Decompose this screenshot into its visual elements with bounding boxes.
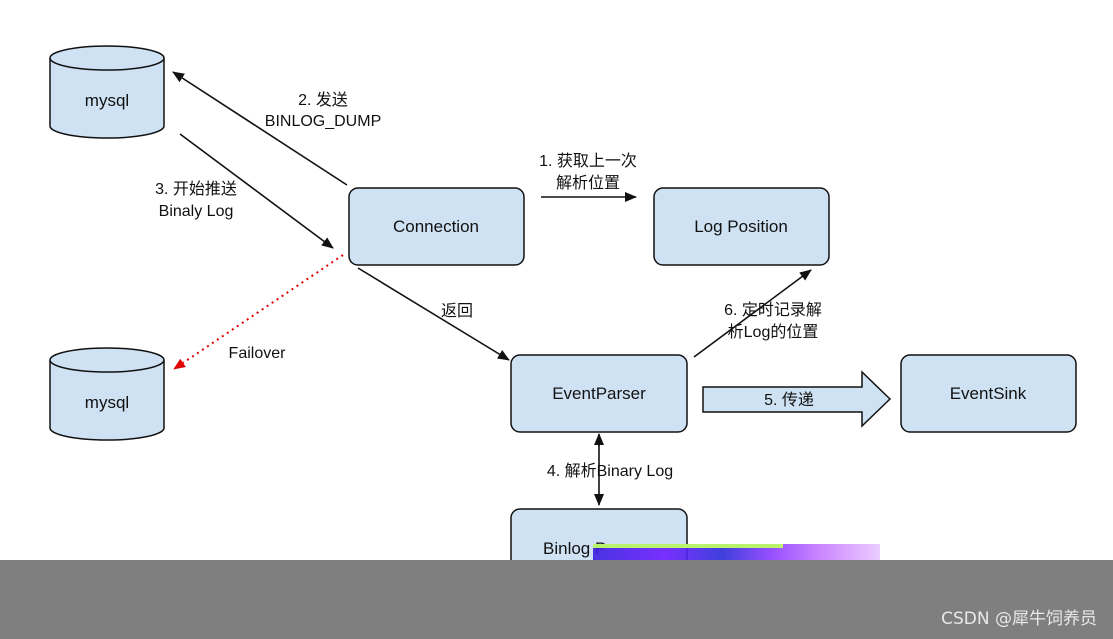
return-label: 返回 — [441, 302, 473, 320]
failover-label: Failover — [229, 345, 287, 362]
csdn-watermark: CSDN @犀牛饲养员 — [941, 609, 1097, 629]
image-glitch-artifact-bar — [593, 544, 783, 548]
get-position-label-2: 解析位置 — [556, 174, 620, 192]
push-binlog-edge — [179, 133, 334, 249]
log-position-node: Log Position — [653, 187, 830, 266]
binlog-dump-label-1: 2. 发送 — [298, 91, 348, 109]
image-glitch-artifact — [593, 544, 880, 560]
record-position-label-1: 6. 定时记录解 — [724, 301, 822, 319]
record-position-edge — [693, 269, 812, 358]
binlog-dump-label-2: BINLOG_DUMP — [265, 113, 381, 130]
mysql-bottom-label: mysql — [85, 393, 129, 412]
failover-edge — [173, 254, 344, 370]
deliver-edge — [702, 370, 892, 428]
footer-band: CSDN @犀牛饲养员 — [0, 560, 1113, 639]
event-parser-label: EventParser — [552, 384, 646, 403]
mysql-top-node: mysql — [49, 45, 165, 139]
get-position-label-1: 1. 获取上一次 — [539, 152, 637, 170]
binlog-dump-edge — [172, 71, 348, 186]
push-binlog-label-1: 3. 开始推送 — [155, 180, 237, 198]
event-sink-label: EventSink — [950, 384, 1027, 403]
event-parser-node: EventParser — [510, 354, 688, 433]
log-position-label: Log Position — [694, 217, 788, 236]
mysql-bottom-node: mysql — [49, 347, 165, 441]
event-sink-node: EventSink — [900, 354, 1077, 433]
push-binlog-label-2: Binaly Log — [159, 203, 234, 220]
mysql-top-label: mysql — [85, 91, 129, 110]
binlog-parser-label: Binlog P — [543, 539, 606, 558]
record-position-label-2: 析Log的位置 — [728, 323, 819, 341]
return-edge — [357, 267, 510, 361]
connection-label: Connection — [393, 217, 479, 236]
parse-binary-label: 4. 解析Binary Log — [547, 462, 673, 480]
deliver-label: 5. 传递 — [764, 391, 814, 409]
connection-node: Connection — [348, 187, 525, 266]
